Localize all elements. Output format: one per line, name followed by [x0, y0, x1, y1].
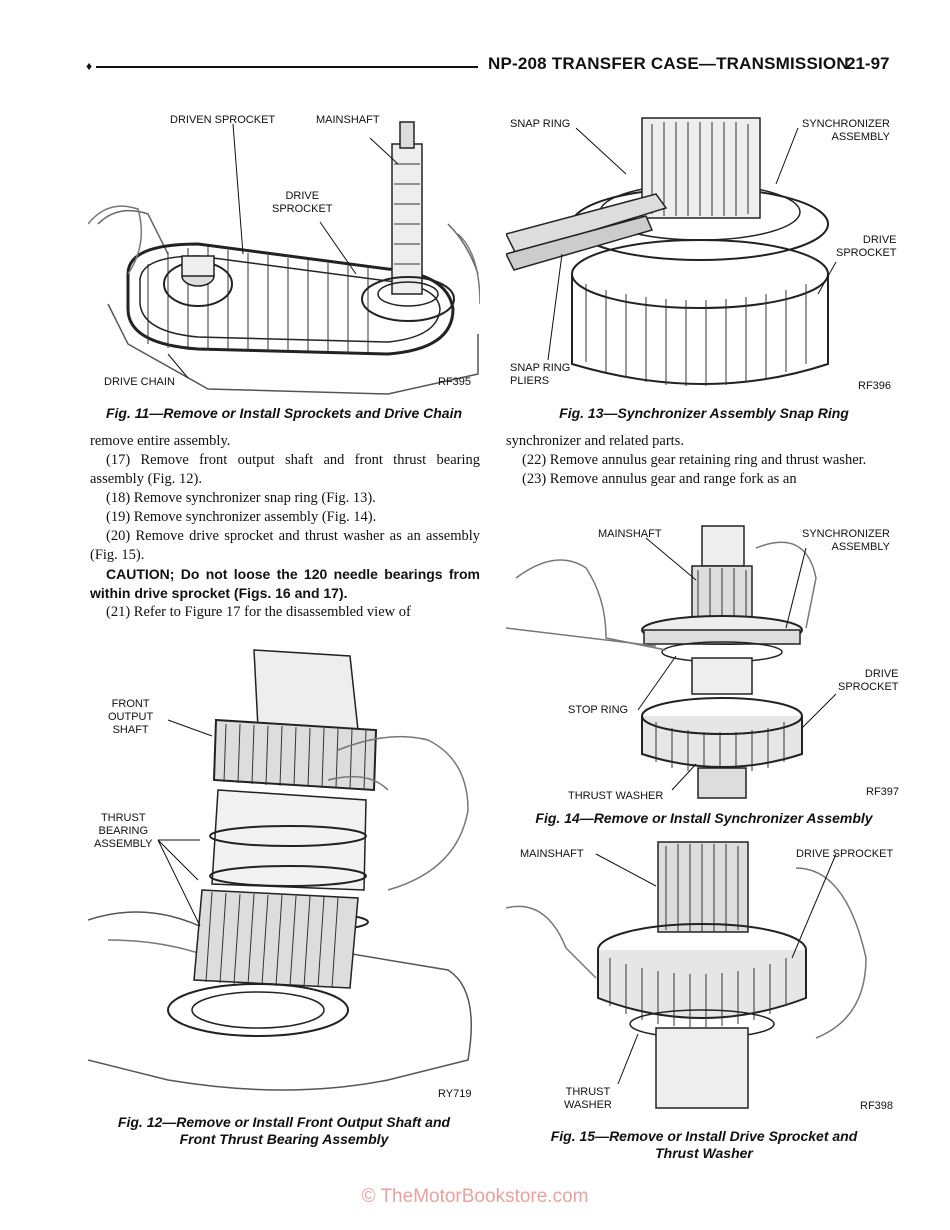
figure-11-illustration: [88, 121, 480, 395]
label-synchronizer-assembly: SYNCHRONIZER ASSEMBLY: [802, 118, 891, 143]
figure-code: RF397: [866, 786, 900, 798]
label-thrust-washer: THRUST WASHER: [564, 1086, 612, 1111]
paragraph: (18) Remove synchronizer snap ring (Fig.…: [106, 490, 376, 506]
label-drive-sprocket: DRIVE SPROCKET: [836, 234, 897, 259]
paragraph: remove entire assembly.: [90, 433, 231, 449]
label-thrust-washer: THRUST WASHER: [568, 790, 664, 802]
figure-14-caption: Fig. 14—Remove or Install Synchronizer A…: [535, 810, 873, 826]
page-title: NP-208 TRANSFER CASE—TRANSMISSION: [488, 54, 849, 73]
label-mainshaft: MAINSHAFT: [598, 528, 662, 540]
label-synchronizer-assembly: SYNCHRONIZER ASSEMBLY: [802, 528, 891, 553]
label-drive-sprocket: DRIVE SPROCKET: [272, 190, 333, 215]
body-text-left: remove entire assembly. (17) Remove fron…: [90, 432, 480, 622]
label-drive-chain: DRIVE CHAIN: [104, 376, 175, 388]
figure-12-caption: Fig. 12—Remove or Install Front Output S…: [117, 1114, 451, 1147]
caution-note: CAUTION; Do not loose the 120 needle bea…: [90, 566, 480, 601]
paragraph: synchronizer and related parts.: [506, 433, 684, 449]
label-snap-ring-pliers: SNAP RING PLIERS: [510, 362, 571, 387]
label-mainshaft: MAINSHAFT: [316, 114, 380, 126]
paragraph: (17) Remove front output shaft and front…: [90, 452, 480, 487]
label-mainshaft: MAINSHAFT: [520, 848, 584, 860]
paragraph: (19) Remove synchronizer assembly (Fig. …: [106, 509, 377, 525]
paragraph: (20) Remove drive sprocket and thrust wa…: [90, 528, 480, 563]
figure-code: RF396: [858, 380, 892, 392]
figure-15: MAINSHAFT DRIVE SPROCKET THRUST WASHER R…: [506, 838, 902, 1120]
paragraph: (22) Remove annulus gear retaining ring …: [522, 452, 867, 468]
paragraph: (21) Refer to Figure 17 for the disassem…: [106, 604, 411, 620]
page-number: 21-97: [846, 54, 890, 73]
label-drive-sprocket: DRIVE SPROCKET: [796, 848, 894, 860]
label-front-output-shaft: FRONT OUTPUT SHAFT: [108, 698, 154, 736]
figure-13: SNAP RING SYNCHRONIZER ASSEMBLY DRIVE SP…: [506, 104, 902, 400]
body-text-right: synchronizer and related parts. (22) Rem…: [506, 432, 902, 489]
header-diamond-icon: ♦: [86, 59, 93, 73]
label-stop-ring: STOP RING: [568, 704, 629, 716]
figure-13-illustration: [506, 117, 837, 386]
paragraph: (23) Remove annulus gear and range fork …: [522, 471, 797, 487]
label-thrust-bearing-assembly: THRUST BEARING ASSEMBLY: [94, 812, 153, 850]
figure-14-illustration: [506, 525, 837, 799]
figure-code: RY719: [438, 1088, 472, 1100]
figure-code: RF395: [438, 376, 472, 388]
figure-11: DRIVEN SPROCKET MAINSHAFT DRIVE SPROCKET…: [88, 104, 480, 400]
figure-code: RF398: [860, 1100, 894, 1112]
figure-12-illustration: [88, 649, 473, 1091]
label-drive-sprocket: DRIVE SPROCKET: [838, 668, 899, 693]
figure-12: FRONT OUTPUT SHAFT THRUST BEARING ASSEMB…: [88, 640, 480, 1108]
copyright-watermark: © TheMotorBookstore.com: [361, 1186, 589, 1207]
figure-15-caption: Fig. 15—Remove or Install Drive Sprocket…: [550, 1128, 858, 1161]
label-snap-ring: SNAP RING: [510, 118, 571, 130]
figure-14: MAINSHAFT SYNCHRONIZER ASSEMBLY DRIVE SP…: [506, 518, 902, 808]
header-rule: [96, 66, 478, 68]
figure-11-caption: Fig. 11—Remove or Install Sprockets and …: [105, 405, 463, 421]
figure-15-illustration: [506, 841, 867, 1109]
label-driven-sprocket: DRIVEN SPROCKET: [170, 114, 276, 126]
figure-13-caption: Fig. 13—Synchronizer Assembly Snap Ring: [559, 405, 849, 421]
